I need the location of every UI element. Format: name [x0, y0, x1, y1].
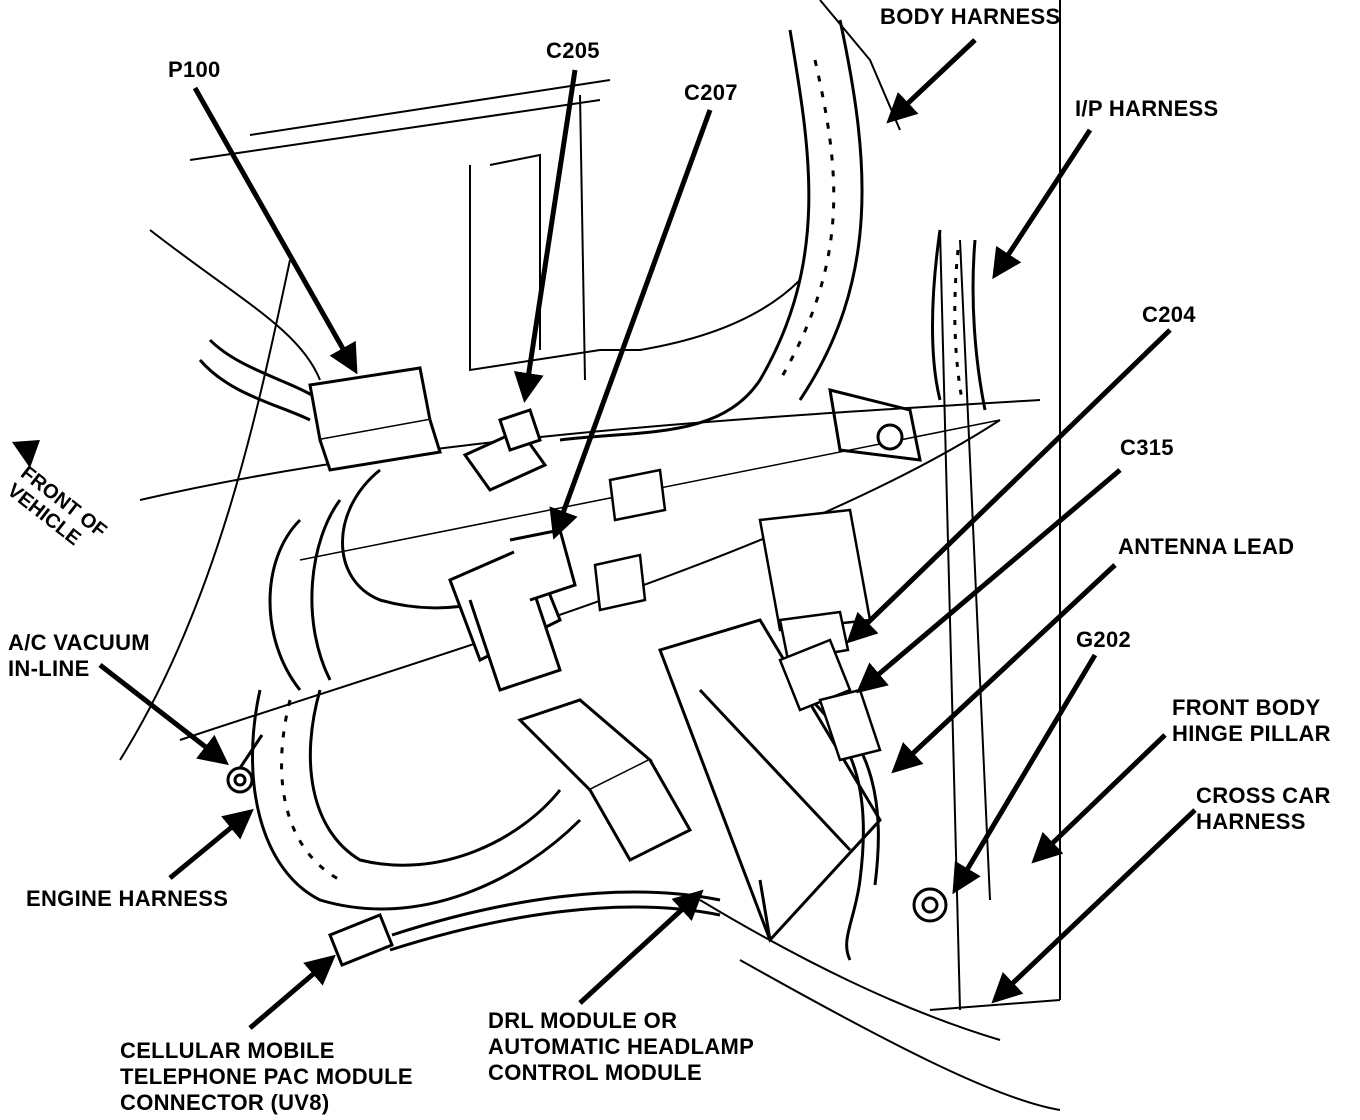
label-c204: C204	[1142, 302, 1196, 327]
left-harness-stub	[198, 338, 321, 422]
upper-bolt	[828, 387, 922, 462]
c204-c315-connectors	[778, 638, 882, 762]
label-body-harness: BODY HARNESS	[880, 4, 1061, 29]
g202-ground	[912, 887, 948, 923]
label-cellular-connector: CELLULAR MOBILE TELEPHONE PAC MODULE CON…	[120, 1038, 413, 1115]
p100-connector	[308, 366, 442, 472]
label-p100: P100	[168, 57, 221, 82]
label-ac-vacuum-inline: A/C VACUUM IN-LINE	[8, 630, 150, 681]
ip-harness-trunk	[931, 229, 987, 411]
drl-module-body	[658, 618, 882, 943]
front-of-vehicle-arrow	[12, 440, 40, 468]
label-ip-harness: I/P HARNESS	[1075, 96, 1219, 121]
label-c207: C207	[684, 80, 738, 105]
ac-vacuum-fitting	[226, 734, 264, 794]
label-c315: C315	[1120, 435, 1174, 460]
label-g202: G202	[1076, 627, 1132, 652]
leader-arrows	[98, 38, 1197, 1030]
vehicle-structure	[119, 0, 1061, 1111]
c207-connector	[448, 528, 577, 692]
engine-harness	[251, 468, 582, 911]
connector-cluster	[593, 468, 872, 662]
label-c205: C205	[546, 38, 600, 63]
label-drl-module: DRL MODULE OR AUTOMATIC HEADLAMP CONTROL…	[488, 1008, 755, 1085]
label-front-body-hinge-pillar: FRONT BODY HINGE PILLAR	[1172, 695, 1331, 746]
label-cross-car-harness: CROSS CAR HARNESS	[1196, 783, 1331, 834]
label-antenna-lead: ANTENNA LEAD	[1118, 534, 1295, 559]
body-harness-trunk	[559, 19, 864, 442]
label-engine-harness: ENGINE HARNESS	[26, 886, 229, 911]
lower-connector-box	[517, 698, 693, 862]
c205-connector	[462, 408, 548, 492]
